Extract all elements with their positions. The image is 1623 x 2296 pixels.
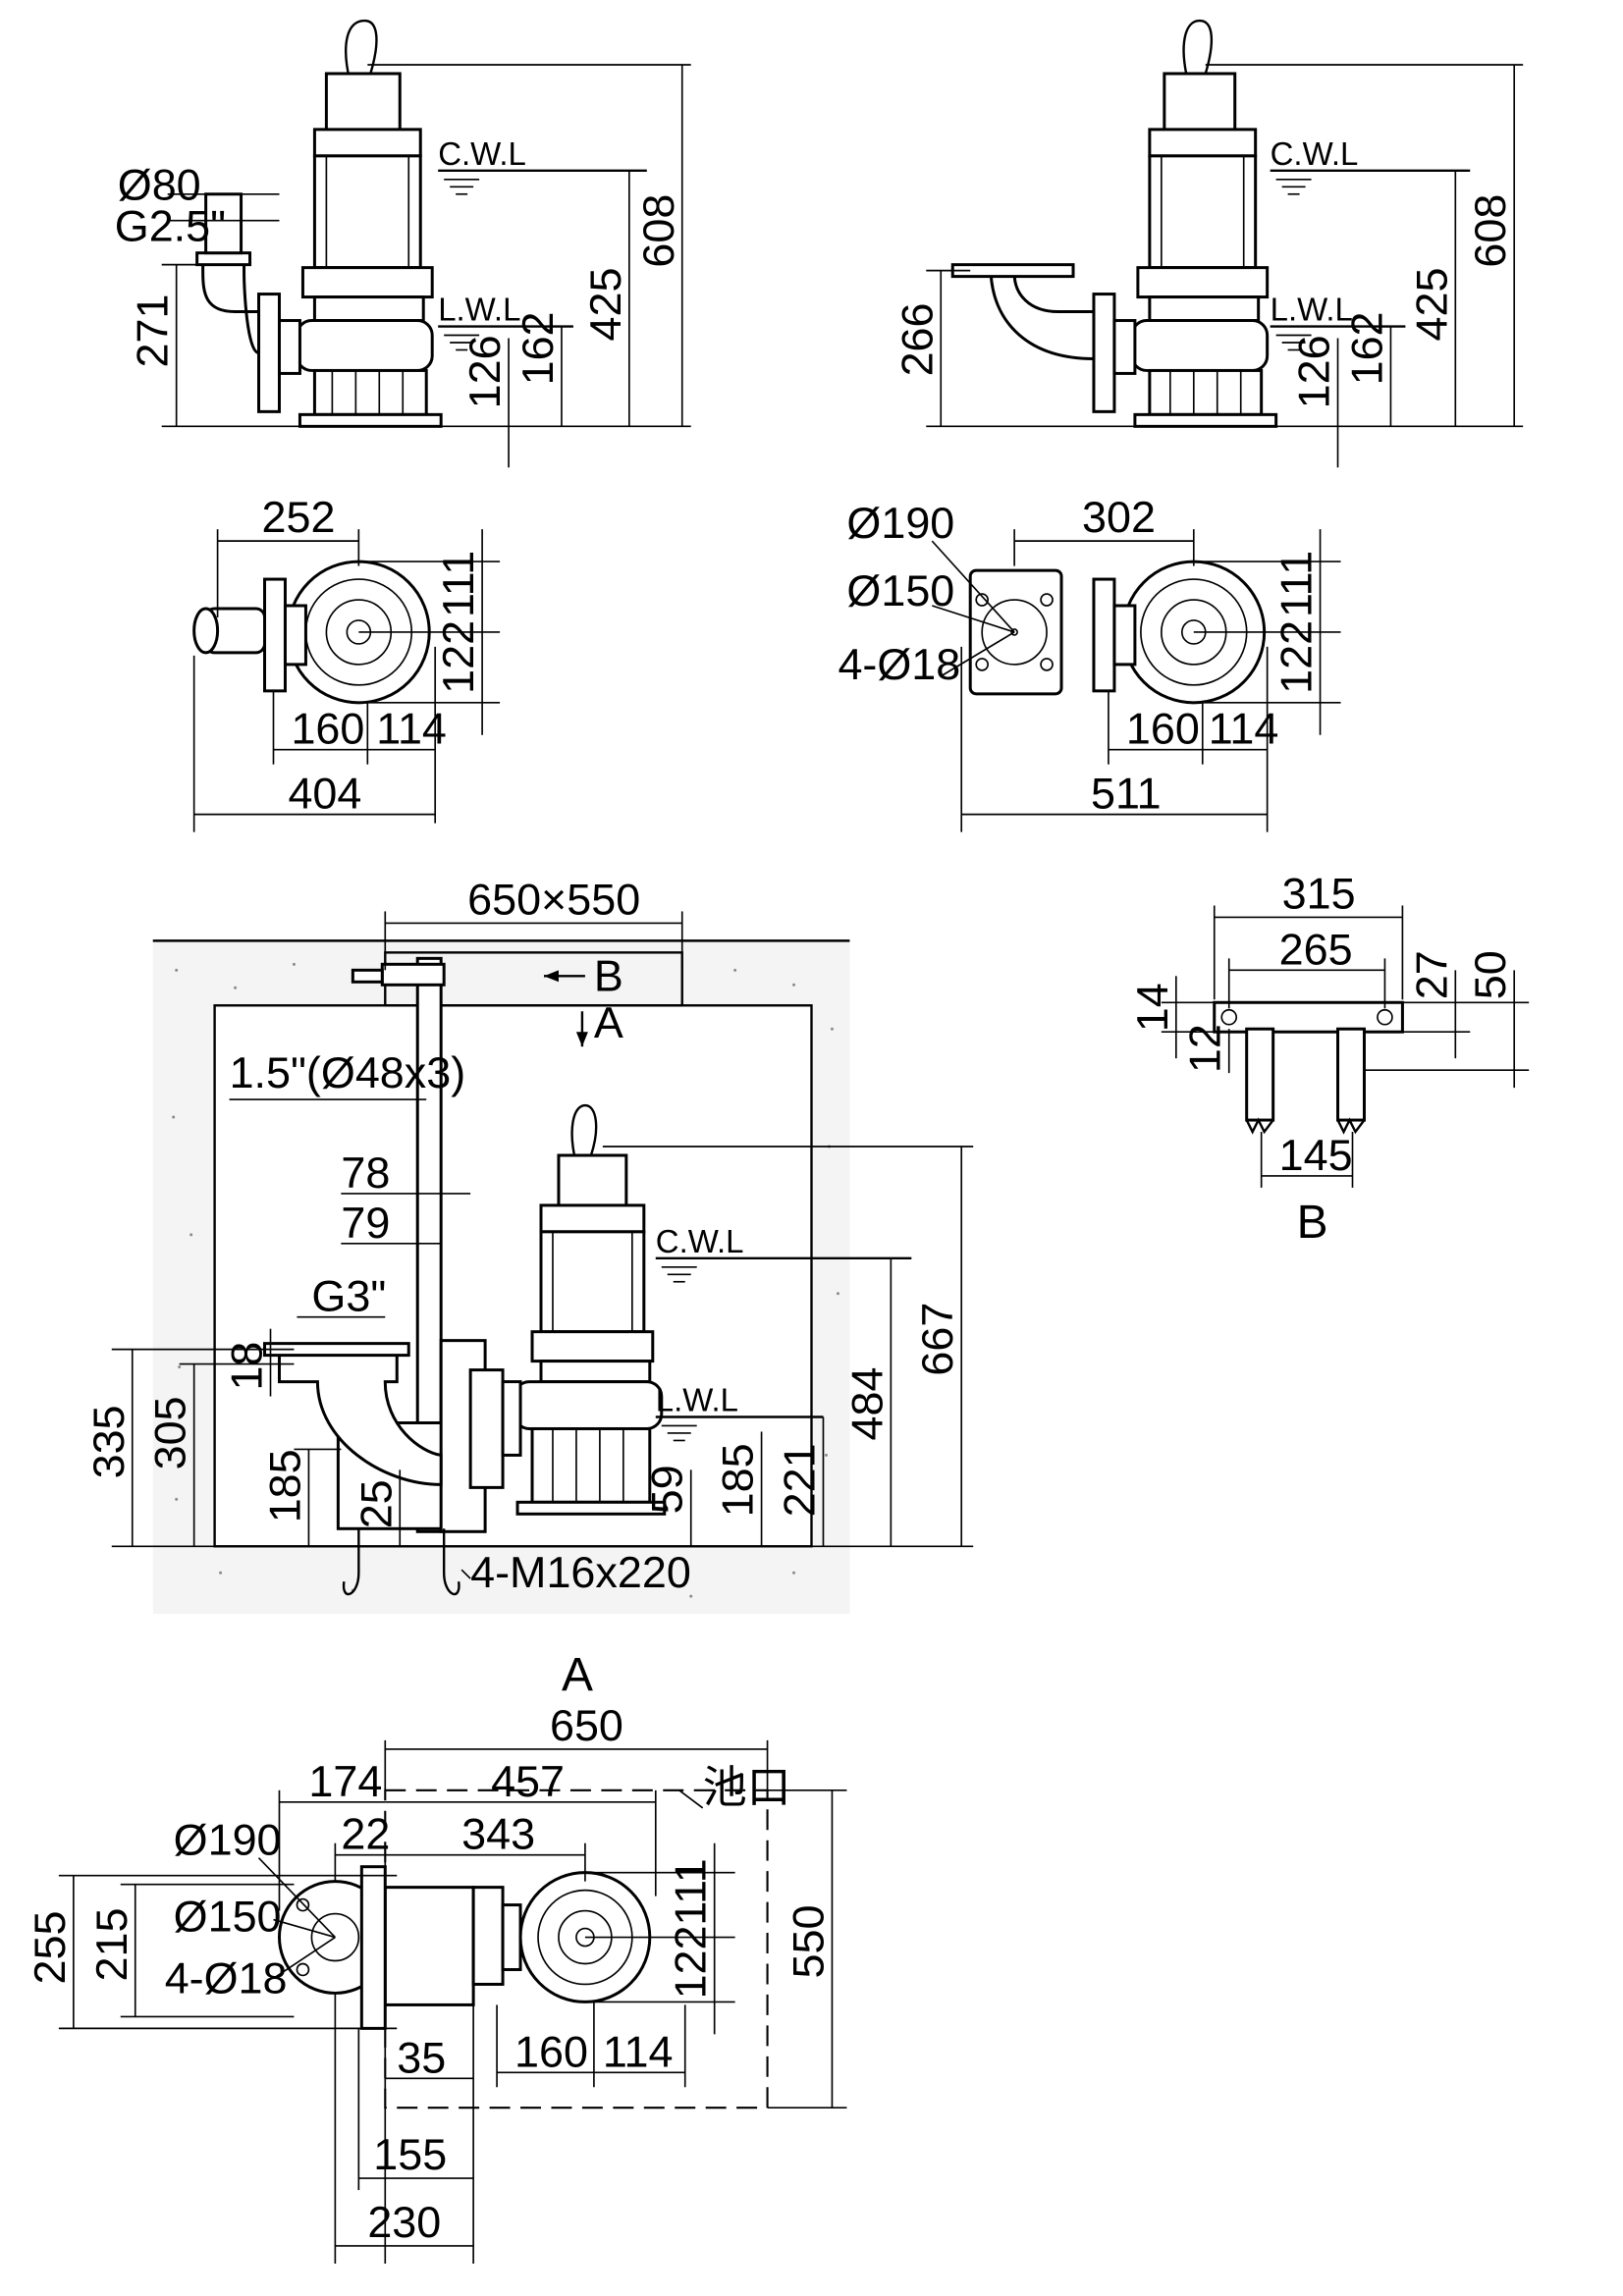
dim-78: 78 — [341, 1148, 390, 1198]
dim-155: 155 — [373, 2129, 447, 2179]
pit-size: 650×550 — [467, 874, 640, 924]
dim-114-3: 114 — [376, 704, 447, 754]
dim-14: 14 — [1127, 983, 1177, 1032]
view-a-title: A — [562, 1649, 593, 1701]
detail-b: 315 265 27 50 14 12 145 B — [1127, 868, 1530, 1249]
dim-27: 27 — [1406, 950, 1456, 999]
view-a-plan: A 650 174 457 池口 Ø190 — [25, 1649, 847, 2264]
pool-opening: 池口 — [703, 1762, 791, 1812]
flange-pcd: Ø150 — [846, 565, 954, 615]
view-a-outer-dia: Ø190 — [174, 1815, 282, 1865]
dim-305: 305 — [145, 1396, 195, 1469]
dim-667: 667 — [912, 1303, 962, 1376]
cwl-label-3: C.W.L — [656, 1223, 744, 1259]
dim-271: 271 — [128, 294, 178, 368]
dim-111-4: 111 — [1271, 551, 1322, 617]
thread-label: G2.5" — [115, 201, 226, 251]
lwl-label: L.W.L — [438, 292, 520, 328]
thread-g3: G3" — [311, 1271, 386, 1321]
dim-425: 425 — [580, 268, 630, 342]
dim-35: 35 — [397, 2032, 446, 2082]
view-3-plan: 252 111 122 160 114 404 — [192, 492, 501, 832]
dim-255: 255 — [25, 1911, 75, 1985]
dim-145: 145 — [1279, 1130, 1353, 1180]
dim-122-4: 122 — [1271, 620, 1322, 694]
cwl-label-2: C.W.L — [1271, 135, 1359, 172]
dim-59: 59 — [642, 1465, 692, 1514]
dim-425-2: 425 — [1406, 268, 1456, 342]
anchor-bolts: 4-M16x220 — [470, 1547, 691, 1597]
dim-335: 335 — [83, 1405, 134, 1478]
view-a-holes: 4-Ø18 — [165, 1952, 288, 2002]
dim-114-a: 114 — [603, 2026, 674, 2076]
dim-265: 265 — [1279, 924, 1353, 974]
dim-114-4: 114 — [1209, 704, 1279, 754]
dim-230: 230 — [367, 2197, 441, 2247]
dim-550: 550 — [783, 1905, 833, 1979]
dim-174: 174 — [308, 1756, 382, 1806]
detail-b-title: B — [1297, 1197, 1328, 1249]
cwl-label: C.W.L — [438, 135, 526, 172]
flange-outer-dia: Ø190 — [846, 498, 954, 548]
dim-404: 404 — [288, 769, 361, 819]
dim-111-a: 111 — [666, 1858, 716, 1925]
dim-160-4: 160 — [1126, 704, 1200, 754]
dim-511: 511 — [1091, 769, 1162, 819]
view-a-pcd: Ø150 — [174, 1892, 282, 1942]
dim-608: 608 — [633, 194, 683, 268]
installation-section: 650×550 B A 1.5"(Ø48x3) 78 79 G3" 18 335… — [83, 874, 974, 1615]
dim-215: 215 — [86, 1908, 136, 1982]
view-1-elevation: Ø80 G2.5" 271 C.W.L L.W.L 126 162 425 60… — [115, 19, 691, 468]
dim-185-right: 185 — [713, 1443, 763, 1517]
view-2-elevation: 266 C.W.L L.W.L 126 162 425 608 — [892, 19, 1524, 468]
dim-162: 162 — [513, 311, 563, 385]
dim-22: 22 — [341, 1809, 390, 1859]
pipe-dia-label: Ø80 — [118, 160, 201, 210]
dim-50: 50 — [1465, 950, 1515, 999]
dim-12: 12 — [1180, 1024, 1230, 1073]
dim-126: 126 — [460, 335, 510, 408]
dim-79: 79 — [341, 1198, 390, 1248]
dim-126-2: 126 — [1289, 335, 1339, 408]
dim-343: 343 — [461, 1809, 535, 1859]
section-mark-a: A — [594, 997, 623, 1047]
dim-160-3: 160 — [291, 704, 364, 754]
dim-608-2: 608 — [1465, 194, 1515, 268]
lwl-label-3: L.W.L — [656, 1382, 738, 1418]
guide-pipe-label: 1.5"(Ø48x3) — [230, 1047, 466, 1097]
flange-holes: 4-Ø18 — [838, 639, 960, 689]
dim-160-a: 160 — [514, 2026, 588, 2076]
section-mark-b: B — [594, 950, 623, 1000]
view-4-plan: Ø190 Ø150 4-Ø18 302 111 122 160 114 511 — [838, 492, 1341, 832]
dim-221: 221 — [774, 1443, 824, 1517]
dim-252: 252 — [262, 492, 336, 542]
dim-302: 302 — [1082, 492, 1156, 542]
dim-25: 25 — [351, 1479, 401, 1528]
dim-266: 266 — [892, 302, 942, 376]
dim-457: 457 — [491, 1756, 565, 1806]
dim-315: 315 — [1282, 868, 1356, 918]
dim-484: 484 — [841, 1367, 892, 1441]
dim-122-3: 122 — [433, 620, 483, 694]
dim-122-a: 122 — [666, 1925, 716, 1999]
lwl-label-2: L.W.L — [1271, 292, 1353, 328]
dim-185-left: 185 — [259, 1449, 309, 1522]
dim-650: 650 — [550, 1700, 623, 1750]
dim-111-3: 111 — [433, 551, 483, 617]
dim-162-2: 162 — [1341, 311, 1391, 385]
